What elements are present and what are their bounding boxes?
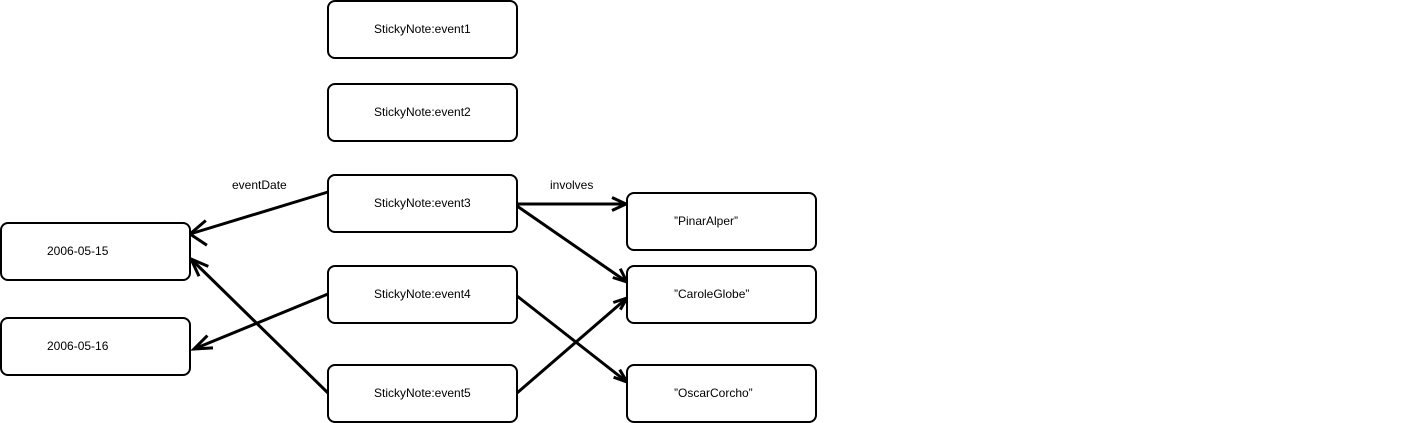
node-label: ”OscarCorcho” [674, 386, 753, 400]
node-label: StickyNote:event3 [374, 196, 471, 210]
node-event1[interactable]: StickyNote:event1 [327, 0, 518, 59]
edge-event5-date1 [187, 256, 330, 395]
node-box [327, 0, 518, 59]
node-box [626, 265, 817, 324]
node-box [626, 192, 817, 251]
edge-line [516, 204, 628, 284]
node-pinar-alper[interactable]: ”PinarAlper” [626, 192, 817, 251]
node-date-2006-05-15[interactable]: 2006-05-15 [0, 222, 191, 281]
node-event4[interactable]: StickyNote:event4 [327, 265, 518, 324]
node-event3[interactable]: StickyNote:event3 [327, 174, 518, 233]
edge-line [189, 257, 330, 395]
node-box [626, 364, 817, 423]
edge-label-eventdate: eventDate [232, 178, 287, 192]
node-box [0, 222, 191, 281]
node-label: StickyNote:event4 [374, 287, 471, 301]
edge-label-involves: involves [550, 178, 593, 192]
node-label: StickyNote:event2 [374, 105, 471, 119]
node-label: 2006-05-15 [47, 244, 109, 258]
arrowhead [190, 334, 214, 351]
edge-event3-date1 [187, 190, 329, 247]
edge-event3-pinar [517, 196, 630, 212]
edge-event5-carole [516, 295, 631, 395]
node-label: 2006-05-16 [47, 339, 109, 353]
node-date-2006-05-16[interactable]: 2006-05-16 [0, 317, 191, 376]
node-box [327, 83, 518, 142]
node-label: StickyNote:event5 [374, 386, 471, 400]
node-carole-globe[interactable]: ”CaroleGlobe” [626, 265, 817, 324]
node-box [327, 364, 518, 423]
node-oscar-corcho[interactable]: ”OscarCorcho” [626, 364, 817, 423]
edge-line [193, 292, 329, 351]
edge-event3-carole [516, 204, 630, 285]
node-event2[interactable]: StickyNote:event2 [327, 83, 518, 142]
edge-line [516, 294, 628, 384]
edge-event4-oscar [516, 294, 631, 385]
node-label: ”CaroleGlobe” [674, 287, 749, 301]
edge-event4-date2 [190, 292, 329, 351]
edge-line [189, 190, 329, 236]
node-box [327, 174, 518, 233]
node-box [0, 317, 191, 376]
edge-line [516, 296, 628, 395]
node-box [327, 265, 518, 324]
node-label: StickyNote:event1 [374, 22, 471, 36]
node-event5[interactable]: StickyNote:event5 [327, 364, 518, 423]
node-label: ”PinarAlper” [674, 214, 738, 228]
